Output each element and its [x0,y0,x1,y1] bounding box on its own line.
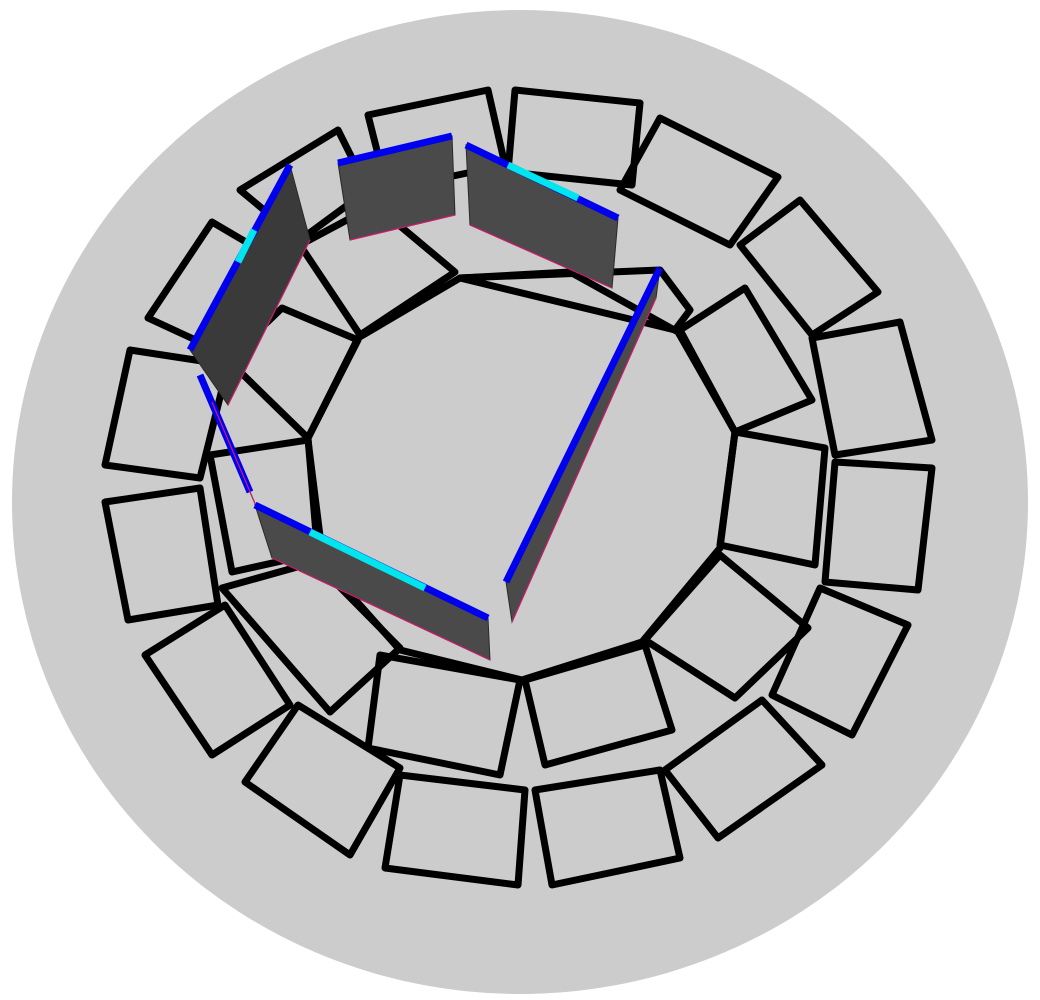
wall-segment[interactable] [186,163,311,406]
wall-segment[interactable] [502,266,664,624]
wall-top-edge [337,132,453,167]
floor-tile[interactable] [141,601,294,759]
floor-tile[interactable] [616,114,782,249]
wall-bottom-edge [349,214,456,241]
wall-top-edge [502,266,664,584]
wall-segment[interactable] [337,132,456,241]
floor-tile[interactable] [661,696,826,842]
floor-tile[interactable] [381,771,529,889]
wall-bottom-edge [211,401,263,521]
wall-segment[interactable] [464,141,620,289]
floor-tile[interactable] [101,484,222,624]
floor-tile[interactable] [736,196,882,339]
floor-tile[interactable] [504,86,644,189]
wall-top-highlight [308,528,427,592]
floor-tile[interactable] [821,458,936,594]
wall-bottom-edge [511,297,657,623]
wall-segments [186,132,664,661]
floor-tile[interactable] [364,651,524,779]
wall-bottom-edge [469,224,613,289]
floor-tile[interactable] [241,701,404,859]
wall-top-highlight [506,161,580,202]
inner-boundary [304,268,739,684]
floor-tile[interactable] [531,766,684,889]
inner-tile-ring [304,268,739,684]
wall-bottom-edge [271,557,491,661]
wall-segment[interactable] [196,373,263,521]
wall-segment[interactable] [253,501,491,661]
wall-top-highlight [234,228,258,264]
wall-bottom-edge [227,239,311,406]
floor-tile[interactable] [808,318,936,459]
